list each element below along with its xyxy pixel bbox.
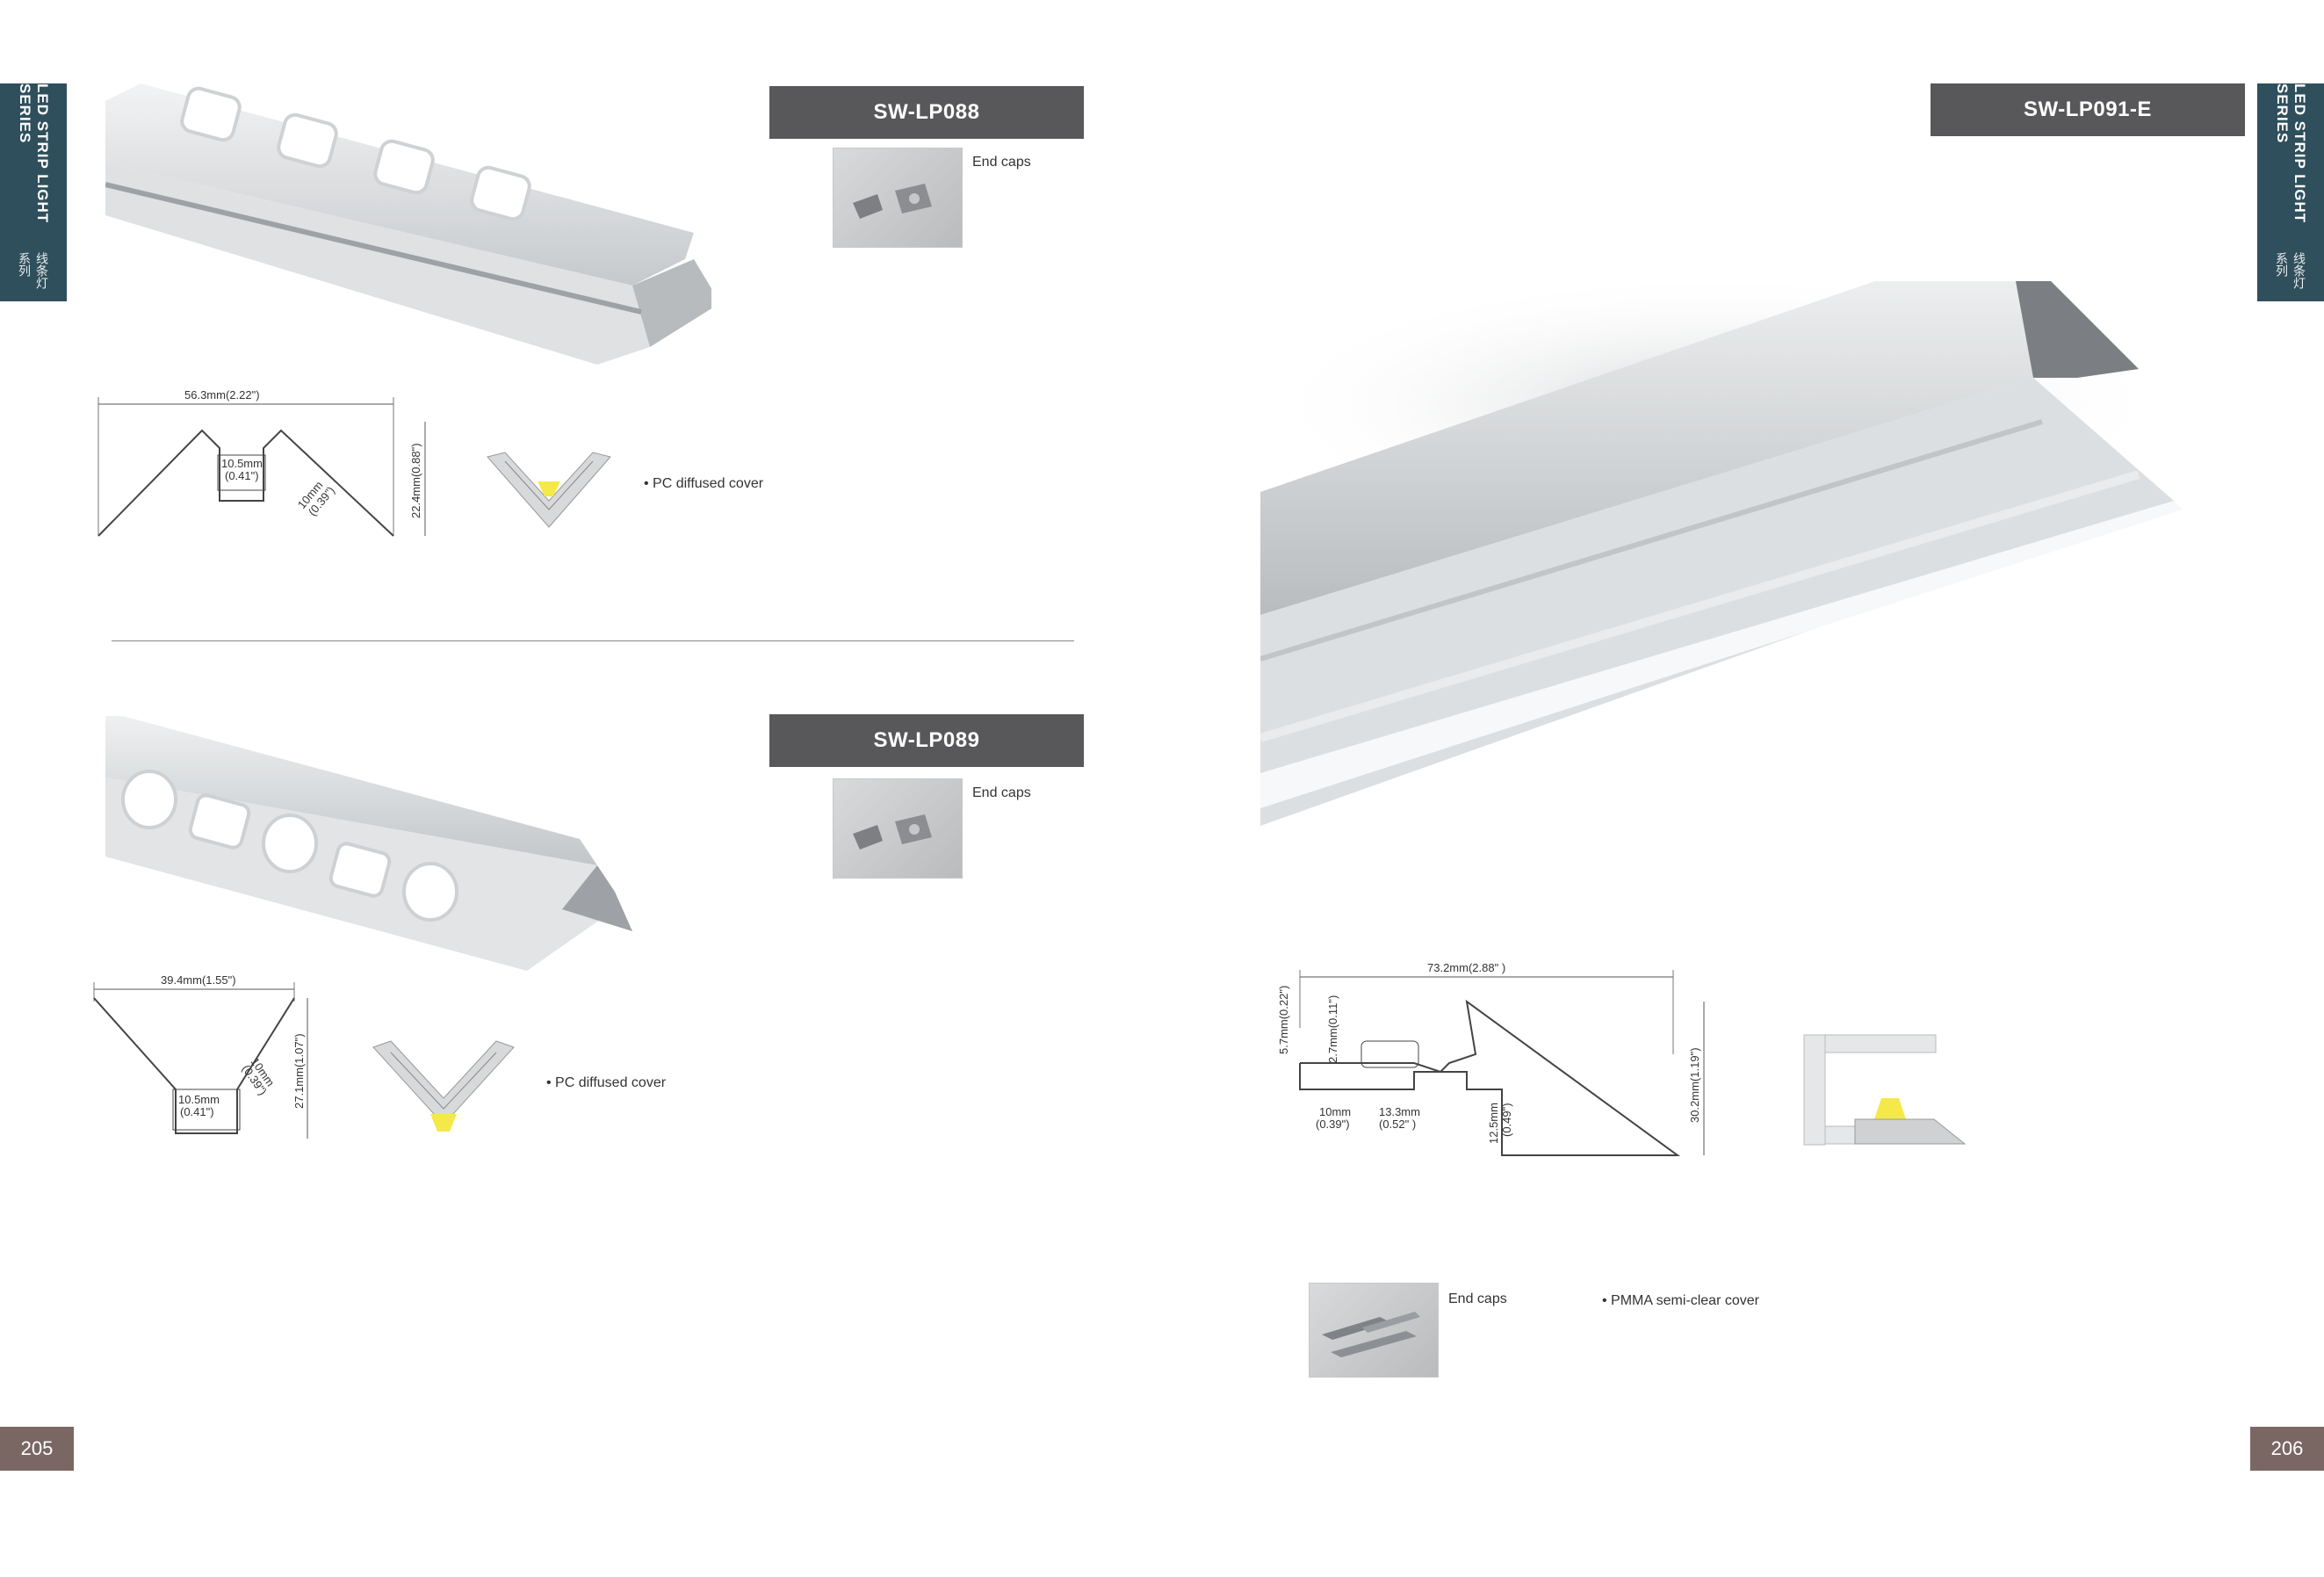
dim-height: 30.2mm(1.19") <box>1688 1047 1701 1123</box>
cover-illustration-lp088 <box>487 452 611 528</box>
section-divider <box>112 640 1074 641</box>
model-badge-lp089: SW-LP089 <box>769 714 1084 767</box>
profile-photo-lp088 <box>105 83 711 365</box>
dim-c-in: (0.39") <box>1316 1118 1350 1131</box>
dim-inner-in: (0.41") <box>180 1105 214 1118</box>
dim-width: 73.2mm(2.88" ) <box>1427 961 1505 974</box>
page-number-left: 205 <box>0 1427 74 1471</box>
dim-d-in: (0.52" ) <box>1379 1118 1416 1131</box>
dim-a: 5.7mm(0.22") <box>1277 986 1290 1054</box>
side-tab-right: LED STRIP LIGHT SERIES 线条灯系列 <box>2257 83 2324 301</box>
cover-label-lp088: PC diffused cover <box>644 476 763 492</box>
cover-label-lp091e: PMMA semi-clear cover <box>1602 1293 1759 1309</box>
model-badge-lp088: SW-LP088 <box>769 86 1084 139</box>
series-title-zh: 线条灯系列 <box>2275 252 2306 290</box>
dim-b: 2.7mm(0.11") <box>1326 995 1339 1063</box>
dim-height: 27.1mm(1.07") <box>292 1033 306 1109</box>
profile-photo-lp091e <box>1260 272 2183 826</box>
dim-c: 10mm <box>1319 1105 1351 1118</box>
dim-e: 12.5mm <box>1487 1103 1500 1144</box>
dim-width: 39.4mm(1.55") <box>161 973 236 987</box>
dim-width: 56.3mm(2.22") <box>184 388 260 401</box>
end-caps-thumb-lp089 <box>833 778 963 879</box>
end-caps-label-lp089: End caps <box>972 785 1031 800</box>
end-caps-thumb-lp088 <box>833 148 963 248</box>
dim-height: 22.4mm(0.88") <box>409 443 422 518</box>
cover-illustration-lp089 <box>372 1040 515 1132</box>
profile-photo-lp089 <box>105 716 632 971</box>
dimension-drawing-lp088: 56.3mm(2.22") 10.5mm (0.41") 10mm (0.39"… <box>97 388 426 537</box>
cover-label-lp089: PC diffused cover <box>546 1075 666 1091</box>
series-title-zh: 线条灯系列 <box>18 252 49 290</box>
end-caps-label-lp088: End caps <box>972 155 1031 170</box>
dim-inner: 10.5mm <box>178 1093 220 1106</box>
end-caps-thumb-lp091e <box>1309 1283 1439 1378</box>
model-badge-lp091e: SW-LP091-E <box>1931 83 2245 136</box>
installation-illustration-lp091e <box>1803 1034 1967 1146</box>
end-caps-label-lp091e: End caps <box>1448 1291 1507 1306</box>
dim-d: 13.3mm <box>1379 1105 1420 1118</box>
dim-e-in: (0.49") <box>1500 1103 1513 1137</box>
dim-inner-in: (0.41") <box>225 469 259 482</box>
dim-inner: 10.5mm <box>221 457 263 470</box>
dimension-drawing-lp089: 39.4mm(1.55") 10.5mm (0.41") 10mm (0.39"… <box>93 973 308 1139</box>
series-title-en: LED STRIP LIGHT SERIES <box>2274 83 2308 224</box>
side-tab-left: LED STRIP LIGHT SERIES 线条灯系列 <box>0 83 67 301</box>
series-title-en: LED STRIP LIGHT SERIES <box>17 83 51 224</box>
page-number-right: 206 <box>2250 1427 2324 1471</box>
dimension-drawing-lp091e: 73.2mm(2.88" ) 5.7mm(0.22") 2.7mm(0.11")… <box>1277 961 1705 1156</box>
